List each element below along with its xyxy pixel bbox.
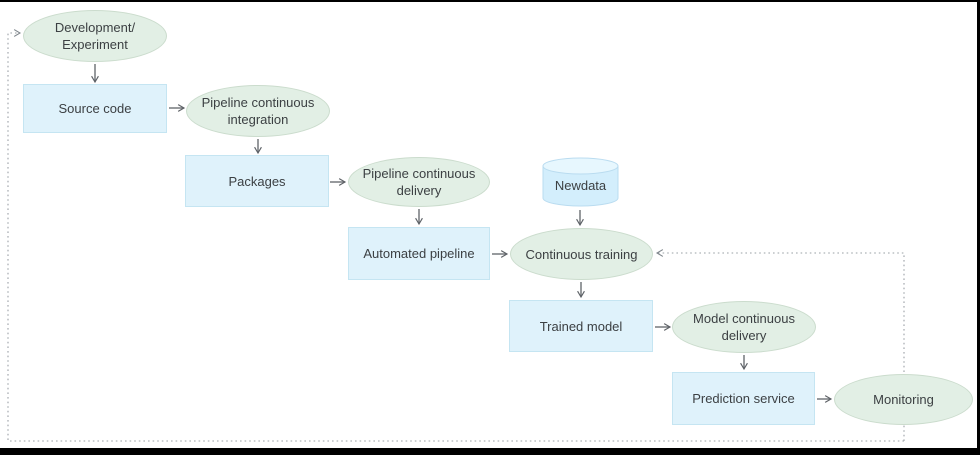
node-label: Pipeline continuous [201,95,315,110]
node-packages: Packages [185,155,329,207]
node-label: integration [227,112,289,127]
database-cylinder-icon [542,157,619,207]
screenshot-top-border [0,0,980,2]
node-label: Pipeline continuous [362,166,476,181]
node-label: Monitoring [873,392,934,407]
node-development-experiment: Development/ Experiment [23,10,167,62]
node-label: delivery [396,183,442,198]
node-label: Source code [58,101,132,116]
node-automated-pipeline: Automated pipeline [348,227,490,280]
node-label: Automated pipeline [363,246,475,261]
node-trained-model: Trained model [509,300,653,352]
node-monitoring: Monitoring [834,374,973,425]
node-source-code: Source code [23,84,167,133]
screenshot-bottom-border [0,448,980,455]
dotted-edge-monitoring-to-development-experiment [7,29,904,442]
node-pipeline-continuous-integration: Pipeline continuous integration [186,85,330,137]
node-label: Prediction service [692,391,795,406]
node-label: Packages [228,173,286,189]
node-label: delivery [721,328,767,343]
node-prediction-service: Prediction service [672,372,815,425]
node-continuous-training: Continuous training [510,228,653,280]
node-label: Development/ [54,20,136,35]
node-label: Experiment [62,37,128,52]
node-label: Model continuous [693,311,795,326]
node-pipeline-continuous-delivery: Pipeline continuous delivery [348,157,490,207]
node-label: Trained model [539,318,623,334]
node-new-data: Newdata [542,157,619,207]
node-label: Continuous training [525,246,638,262]
node-model-continuous-delivery: Model continuous delivery [672,301,816,353]
node-label: Newdata [554,177,607,193]
screenshot-right-border [977,0,980,455]
